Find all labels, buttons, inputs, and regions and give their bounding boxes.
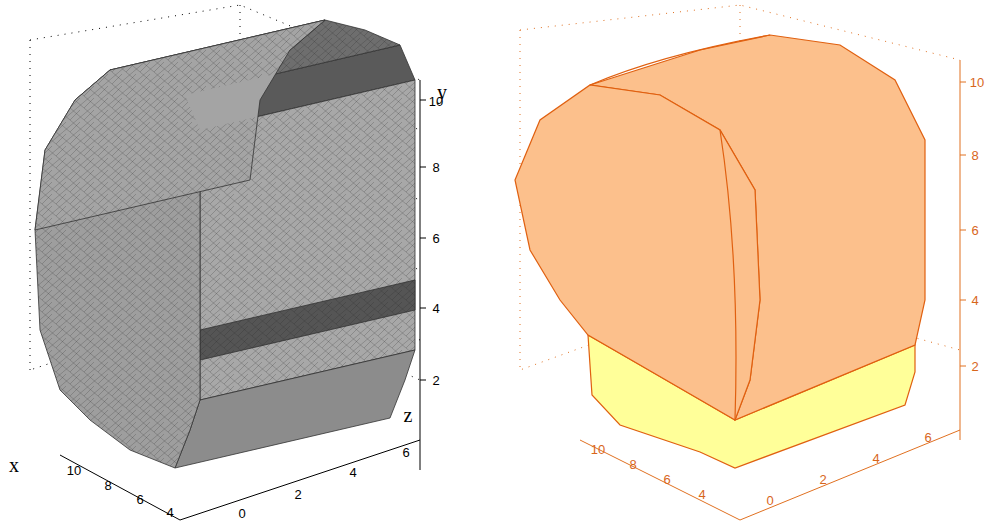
- grey-mesh-solid: [35, 20, 415, 468]
- tick-label: 4: [971, 294, 978, 307]
- axis-label: z: [404, 405, 413, 425]
- tick-label: 0: [766, 494, 773, 507]
- tick-label: 6: [663, 473, 670, 486]
- axis-label: x: [9, 455, 19, 475]
- tick-label: 6: [402, 446, 409, 459]
- tick-label: 8: [432, 161, 439, 174]
- tick-label: 10: [67, 464, 81, 477]
- tick-label: 6: [971, 224, 978, 237]
- tick-label: 10: [591, 443, 605, 456]
- tick-label: 2: [971, 360, 978, 373]
- tick-label: 4: [166, 506, 173, 519]
- tick-label: 8: [971, 149, 978, 162]
- tick-label: 0: [238, 507, 245, 520]
- tick-label: 2: [432, 374, 439, 387]
- tick-label: 2: [294, 488, 301, 501]
- tick-label: 8: [104, 479, 111, 492]
- tick-label: 2: [819, 473, 826, 486]
- tick-label: 4: [432, 302, 439, 315]
- tick-label: 4: [349, 466, 356, 479]
- tick-label: 6: [924, 431, 931, 444]
- tick-label: 10: [429, 95, 443, 108]
- tick-label: 8: [629, 458, 636, 471]
- tick-label: 10: [970, 76, 984, 89]
- surface-solid: [515, 35, 925, 468]
- tick-label: 4: [698, 488, 705, 501]
- tick-label: 4: [872, 452, 879, 465]
- tick-label: 6: [136, 493, 143, 506]
- tick-label: 6: [432, 232, 439, 245]
